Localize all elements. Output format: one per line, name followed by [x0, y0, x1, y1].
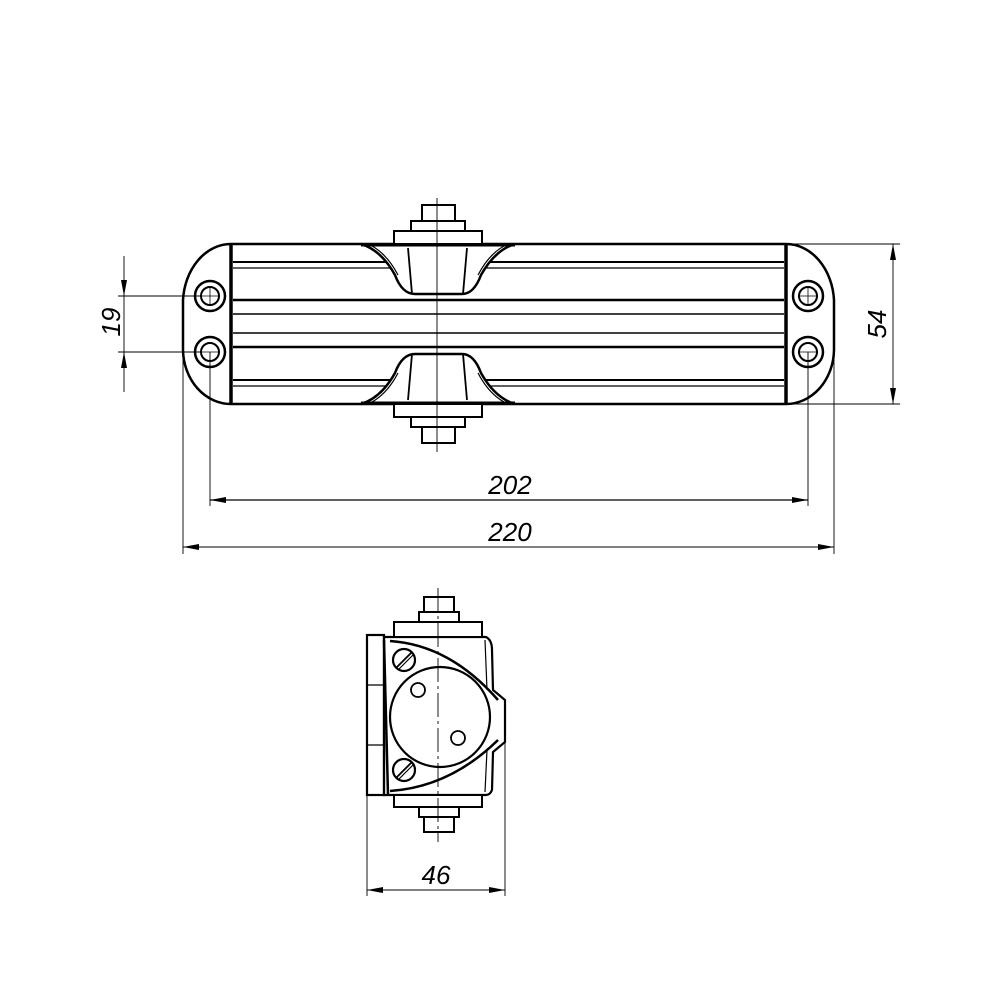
screw-icon: [391, 757, 417, 783]
top-view: [118, 198, 900, 554]
adjustment-hole-icon: [450, 730, 466, 746]
screw-icon: [391, 647, 417, 673]
mounting-plate: [365, 633, 386, 797]
cover-disc: [388, 665, 492, 769]
extension-lines: [118, 243, 900, 554]
closer-body: [231, 242, 786, 406]
dimension-label-220: 220: [487, 517, 532, 547]
lower-shaft-boss: [360, 352, 516, 444]
dimension-label-46: 46: [422, 860, 451, 890]
side-view: [365, 588, 507, 896]
left-end-cap: [181, 242, 233, 406]
upper-shaft-boss: [360, 204, 516, 296]
dimension-label-19: 19: [96, 308, 126, 337]
dimension-label-202: 202: [487, 470, 532, 500]
adjustment-hole-icon: [410, 682, 426, 698]
right-end-cap: [784, 242, 836, 406]
mounting-hole-icon: [791, 279, 825, 313]
dimension-label-54: 54: [862, 310, 892, 339]
